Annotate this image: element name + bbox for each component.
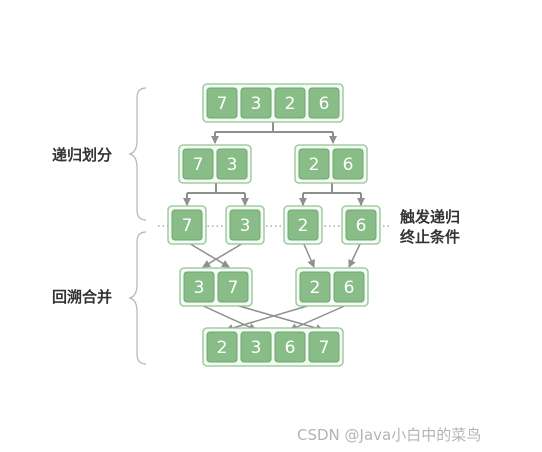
array-cell <box>229 209 261 241</box>
array-cell-value: 6 <box>285 338 296 358</box>
array-cell <box>240 331 272 363</box>
merge-connectors <box>186 241 362 332</box>
terminate-label-line2: 终止条件 <box>400 228 461 246</box>
array-cell <box>274 331 306 363</box>
array-cell-value: 7 <box>228 278 239 298</box>
array-cell <box>217 271 249 303</box>
array-cell-value: 3 <box>251 338 262 358</box>
merge-label: 回溯合并 <box>52 288 113 306</box>
divide-label: 递归划分 <box>52 146 113 164</box>
array-cell <box>206 331 238 363</box>
array-cell-value: 3 <box>194 278 205 298</box>
array-cell <box>182 148 214 180</box>
array-cell-value: 2 <box>285 94 296 114</box>
array-cell <box>287 209 319 241</box>
array-cell <box>308 331 340 363</box>
array-cell <box>216 148 248 180</box>
array-cell <box>206 87 238 119</box>
terminate-label-line1: 触发递归 <box>400 208 461 226</box>
array-cell <box>240 87 272 119</box>
array-cell-value: 3 <box>251 94 262 114</box>
divide-connectors <box>183 120 365 206</box>
array-cell <box>183 271 215 303</box>
array-group-box <box>202 83 344 123</box>
array-cell-value: 2 <box>310 278 321 298</box>
array-cell-value: 3 <box>240 216 251 236</box>
array-cell <box>345 209 377 241</box>
array-cell <box>299 271 331 303</box>
array-group-row2-a: 7 <box>167 205 207 245</box>
array-cell <box>171 209 203 241</box>
merge-brace <box>128 231 147 365</box>
array-cell-value: 6 <box>343 155 354 175</box>
watermark: CSDN @Java小白中的菜鸟 <box>297 426 482 444</box>
array-group-box <box>202 327 344 367</box>
divide-brace <box>128 87 147 221</box>
array-group-row2-c: 2 <box>283 205 323 245</box>
array-cell-value: 2 <box>309 155 320 175</box>
array-cell-value: 3 <box>227 155 238 175</box>
array-group-row4: 2 3 6 7 <box>202 327 344 367</box>
array-cell-value: 7 <box>193 155 204 175</box>
array-cell <box>308 87 340 119</box>
array-cell <box>332 148 364 180</box>
array-cell <box>333 271 365 303</box>
array-cell-value: 7 <box>217 94 228 114</box>
array-cell-value: 6 <box>344 278 355 298</box>
array-cell-value: 2 <box>298 216 309 236</box>
array-group-row0: 7 3 2 6 <box>202 83 344 123</box>
array-cell-value: 7 <box>319 338 330 358</box>
array-group-row2-d: 6 <box>341 205 381 245</box>
array-cell-value: 7 <box>182 216 193 236</box>
array-cell <box>298 148 330 180</box>
array-cell-value: 6 <box>356 216 367 236</box>
array-cell-value: 6 <box>319 94 330 114</box>
array-cell <box>274 87 306 119</box>
array-cell-value: 2 <box>217 338 228 358</box>
array-group-row2-b: 3 <box>225 205 265 245</box>
